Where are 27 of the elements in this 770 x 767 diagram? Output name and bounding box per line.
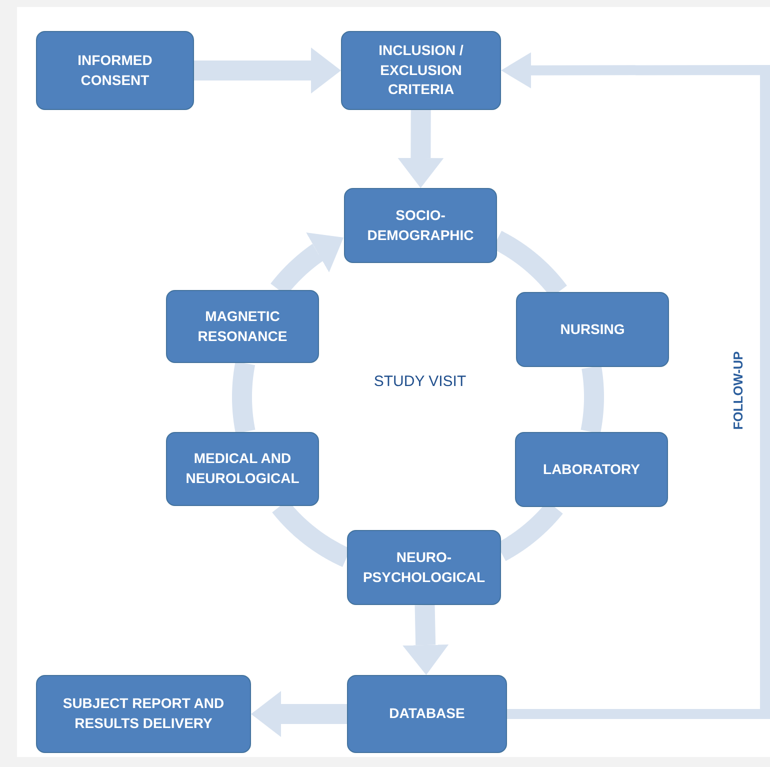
center-label: STUDY VISIT xyxy=(372,372,468,392)
process-box xyxy=(347,675,507,753)
process-box xyxy=(166,290,319,363)
process-box xyxy=(515,432,668,507)
arrow xyxy=(501,52,770,719)
step-label: MAGNETIC RESONANCE xyxy=(196,306,288,346)
edge-label: FOLLOW-UP xyxy=(730,350,746,430)
step-label: MEDICAL AND NEUROLOGICAL xyxy=(184,449,300,488)
step-label: DATABASE xyxy=(388,704,466,724)
step-label: INFORMED CONSENT xyxy=(76,50,154,90)
arrow xyxy=(194,48,341,94)
step-label: NURSING xyxy=(559,320,626,339)
step-label: SOCIO-DEMOGRAPHIC xyxy=(366,206,475,244)
process-box xyxy=(36,675,251,753)
process-box xyxy=(36,31,194,110)
step-label: LABORATORY xyxy=(542,460,641,479)
arrow xyxy=(251,691,347,737)
process-box xyxy=(166,432,319,506)
process-box xyxy=(341,31,501,110)
process-box xyxy=(516,292,669,367)
process-box xyxy=(347,530,501,605)
step-label: NEURO-PSYCHOLOGICAL xyxy=(362,548,486,586)
arrow xyxy=(402,604,449,675)
arrow xyxy=(398,110,444,188)
process-box xyxy=(344,188,497,263)
step-label: SUBJECT REPORT AND RESULTS DELIVERY xyxy=(62,694,226,733)
step-label: INCLUSION / EXCLUSION CRITERIA xyxy=(378,41,464,100)
